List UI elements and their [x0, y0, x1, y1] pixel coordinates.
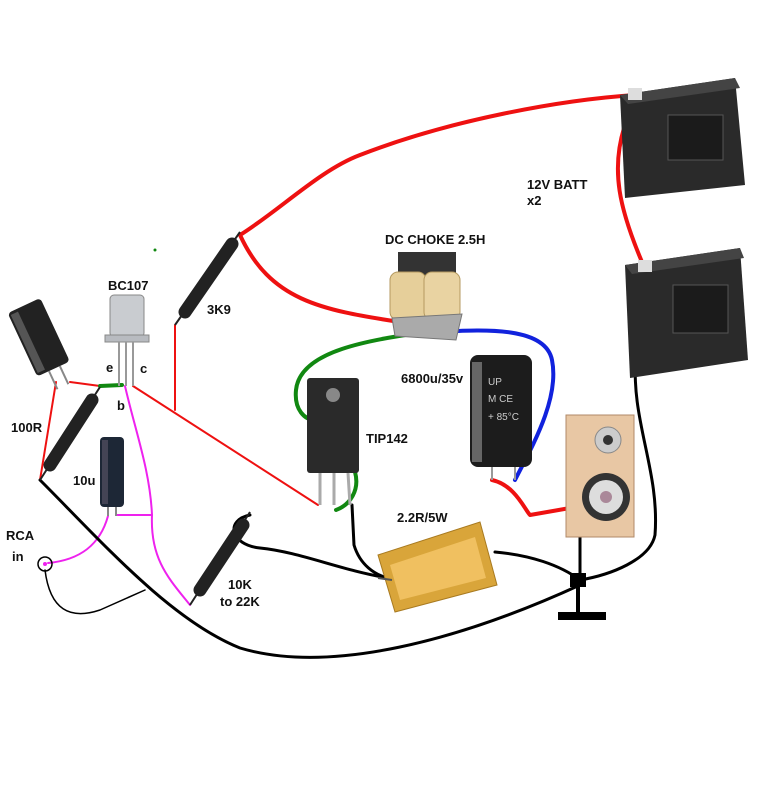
label-collector: c	[140, 361, 148, 376]
label-2r2: 2.2R/5W	[397, 510, 448, 525]
resistor-100r	[39, 386, 101, 481]
resistor-10k	[189, 511, 251, 606]
label-6800u: 6800u/35v	[401, 371, 464, 386]
wire-red-emitter	[69, 381, 101, 387]
wire-red-100r	[39, 381, 57, 481]
rca-pin	[43, 562, 47, 566]
wire-red-3k9-to-choke	[238, 233, 402, 324]
transistor-bc107	[104, 294, 150, 386]
label-100r: 100R	[11, 420, 43, 435]
stray-dot	[153, 248, 157, 252]
wire-red-cap-to-speaker	[490, 478, 572, 517]
ground-symbol	[558, 573, 606, 620]
cap-marking: + 85°C	[488, 412, 519, 423]
label-choke: DC CHOKE 2.5H	[385, 232, 486, 247]
battery-bottom	[625, 248, 748, 378]
speaker	[565, 414, 635, 538]
capacitor-lcc	[8, 299, 70, 390]
cap-marking: M CE	[488, 394, 513, 405]
transistor-tip142	[307, 378, 359, 506]
wire-black-rca-ground	[44, 569, 146, 615]
resistor-3k9	[174, 231, 241, 326]
dc-choke	[389, 252, 463, 341]
label-3k9: 3K9	[207, 302, 231, 317]
wire-black-main-ground	[38, 478, 582, 659]
wire-red-batt-to-3k9	[238, 93, 637, 237]
label-tip142: TIP142	[366, 431, 408, 446]
wire-magenta-rca	[47, 515, 109, 564]
cap-marking: UP	[488, 377, 502, 388]
label-10k-range: to 22K	[220, 594, 260, 609]
capacitor-6800u: UP M CE + 85°C	[470, 355, 532, 480]
capacitor-10u	[100, 437, 124, 516]
label-rca-in: in	[12, 549, 24, 564]
resistor-2r2	[377, 521, 498, 613]
wire-black-resistor-to-ground	[493, 550, 582, 582]
label-bc107: BC107	[108, 278, 149, 293]
wire-blue-choke-to-cap	[433, 328, 556, 482]
rca-jack	[37, 556, 53, 572]
battery-top	[620, 78, 745, 198]
label-base: b	[117, 398, 125, 413]
label-10k: 10K	[228, 577, 252, 592]
wire-magenta-base	[124, 385, 191, 606]
wire-green-tip-emitter	[334, 470, 359, 512]
wire-black-batt-to-ground	[578, 353, 658, 582]
label-10u: 10u	[73, 473, 96, 488]
label-battery-count: x2	[527, 193, 542, 208]
wire-red-collector-to-tip	[132, 385, 319, 506]
label-battery: 12V BATT	[527, 177, 588, 192]
wire-black-10k-loop	[232, 513, 390, 580]
label-rca: RCA	[6, 528, 35, 543]
label-emitter: e	[106, 360, 114, 375]
wire-green-choke-to-tip	[293, 329, 434, 422]
wire-red-batt-series	[615, 123, 644, 264]
